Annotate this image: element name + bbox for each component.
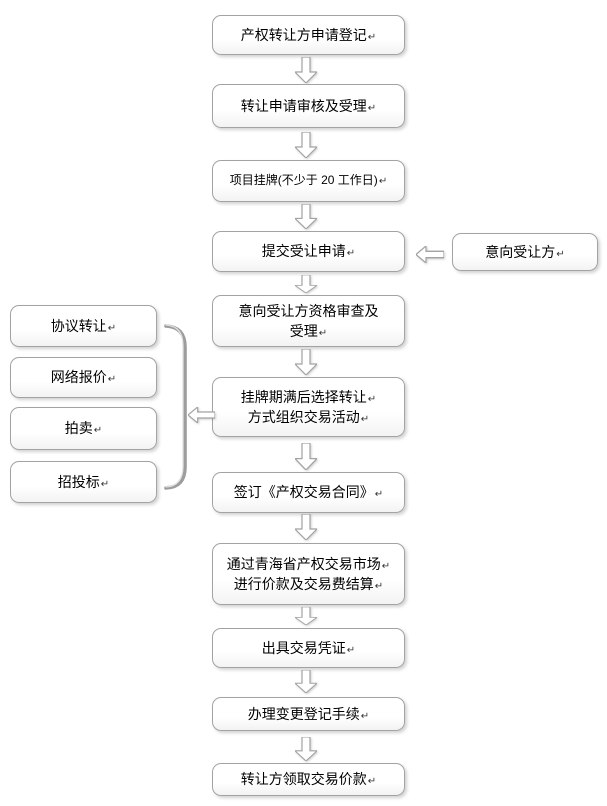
method-label: 拍卖↵: [64, 420, 103, 437]
step-label: 进行价款及交易费结算↵: [233, 576, 384, 592]
step-transferor-registration: 产权转让方申请登记↵: [212, 15, 405, 55]
method-label: 网络报价↵: [50, 369, 117, 386]
down-arrow: [295, 349, 317, 375]
step-label: 意向受让方资格审查及: [238, 302, 379, 319]
down-arrow: [295, 204, 317, 229]
down-arrow: [295, 607, 317, 625]
return-mark: ↵: [360, 414, 370, 425]
return-mark: ↵: [100, 478, 110, 490]
method-label: 协议转让↵: [50, 317, 117, 334]
step-transferor-receive-payment: 转让方领取交易价款↵: [212, 763, 405, 796]
return-mark: ↵: [367, 393, 377, 405]
step-sign-contract: 签订《产权交易合同》↵: [212, 472, 405, 513]
return-mark: ↵: [367, 31, 377, 43]
box-intended-transferee: 意向受让方↵: [452, 233, 598, 271]
step-label: 方式组织交易活动↵: [247, 409, 370, 425]
step-label: 提交受让申请↵: [261, 243, 356, 260]
step-label: 产权转让方申请登记↵: [240, 26, 377, 43]
step-issue-transaction-voucher: 出具交易凭证↵: [212, 628, 405, 668]
down-arrow: [295, 57, 317, 83]
step-label: 受理↵: [289, 322, 328, 339]
return-mark: ↵: [346, 248, 356, 260]
down-arrow: [295, 670, 317, 693]
method-online-quotation: 网络报价↵: [10, 357, 157, 398]
step-payment-settlement: 通过青海省产权交易市场↵ 进行价款及交易费结算↵: [212, 543, 405, 605]
step-change-registration: 办理变更登记手续↵: [212, 697, 405, 731]
step-submit-transferee-application: 提交受让申请↵: [212, 231, 405, 272]
method-agreement-transfer: 协议转让↵: [10, 305, 157, 347]
step-label: 通过青海省产权交易市场↵: [226, 555, 391, 572]
left-arrow-from-transferee: [416, 246, 444, 263]
methods-group-bracket: [161, 322, 189, 497]
return-mark: ↵: [378, 176, 388, 188]
step-label: 转让申请审核及受理↵: [240, 97, 377, 114]
step-choose-transfer-method: 挂牌期满后选择转让↵ 方式组织交易活动↵: [212, 377, 405, 437]
left-arrow-to-methods: [188, 407, 215, 423]
step-label: 意向受让方↵: [485, 243, 565, 260]
down-arrow: [295, 443, 317, 470]
step-label: 签订《产权交易合同》↵: [233, 484, 384, 501]
step-label: 挂牌期满后选择转让↵: [240, 388, 377, 405]
down-arrow: [295, 275, 317, 293]
return-mark: ↵: [360, 710, 370, 722]
step-project-listing: 项目挂牌(不少于 20 工作日)↵: [212, 160, 405, 202]
return-mark: ↵: [374, 489, 384, 501]
return-mark: ↵: [367, 102, 377, 114]
step-label: 项目挂牌(不少于 20 工作日)↵: [229, 173, 388, 188]
return-mark: ↵: [318, 327, 328, 339]
return-mark: ↵: [107, 322, 117, 334]
step-transferee-qualification-review: 意向受让方资格审查及 受理↵: [212, 295, 405, 347]
return-mark: ↵: [381, 560, 391, 572]
return-mark: ↵: [93, 425, 103, 437]
return-mark: ↵: [346, 644, 356, 656]
return-mark: ↵: [367, 776, 377, 788]
step-label: 出具交易凭证↵: [261, 639, 356, 656]
method-label: 招投标↵: [57, 473, 110, 490]
step-application-review: 转让申请审核及受理↵: [212, 84, 405, 128]
down-arrow: [295, 132, 317, 158]
down-arrow: [295, 514, 317, 540]
step-label: 办理变更登记手续↵: [247, 705, 370, 722]
step-label: 转让方领取交易价款↵: [240, 771, 377, 788]
return-mark: ↵: [556, 248, 565, 260]
method-bidding: 招投标↵: [10, 461, 157, 503]
down-arrow: [295, 737, 317, 761]
return-mark: ↵: [107, 374, 117, 386]
return-mark: ↵: [374, 581, 384, 592]
method-auction: 拍卖↵: [10, 407, 157, 450]
